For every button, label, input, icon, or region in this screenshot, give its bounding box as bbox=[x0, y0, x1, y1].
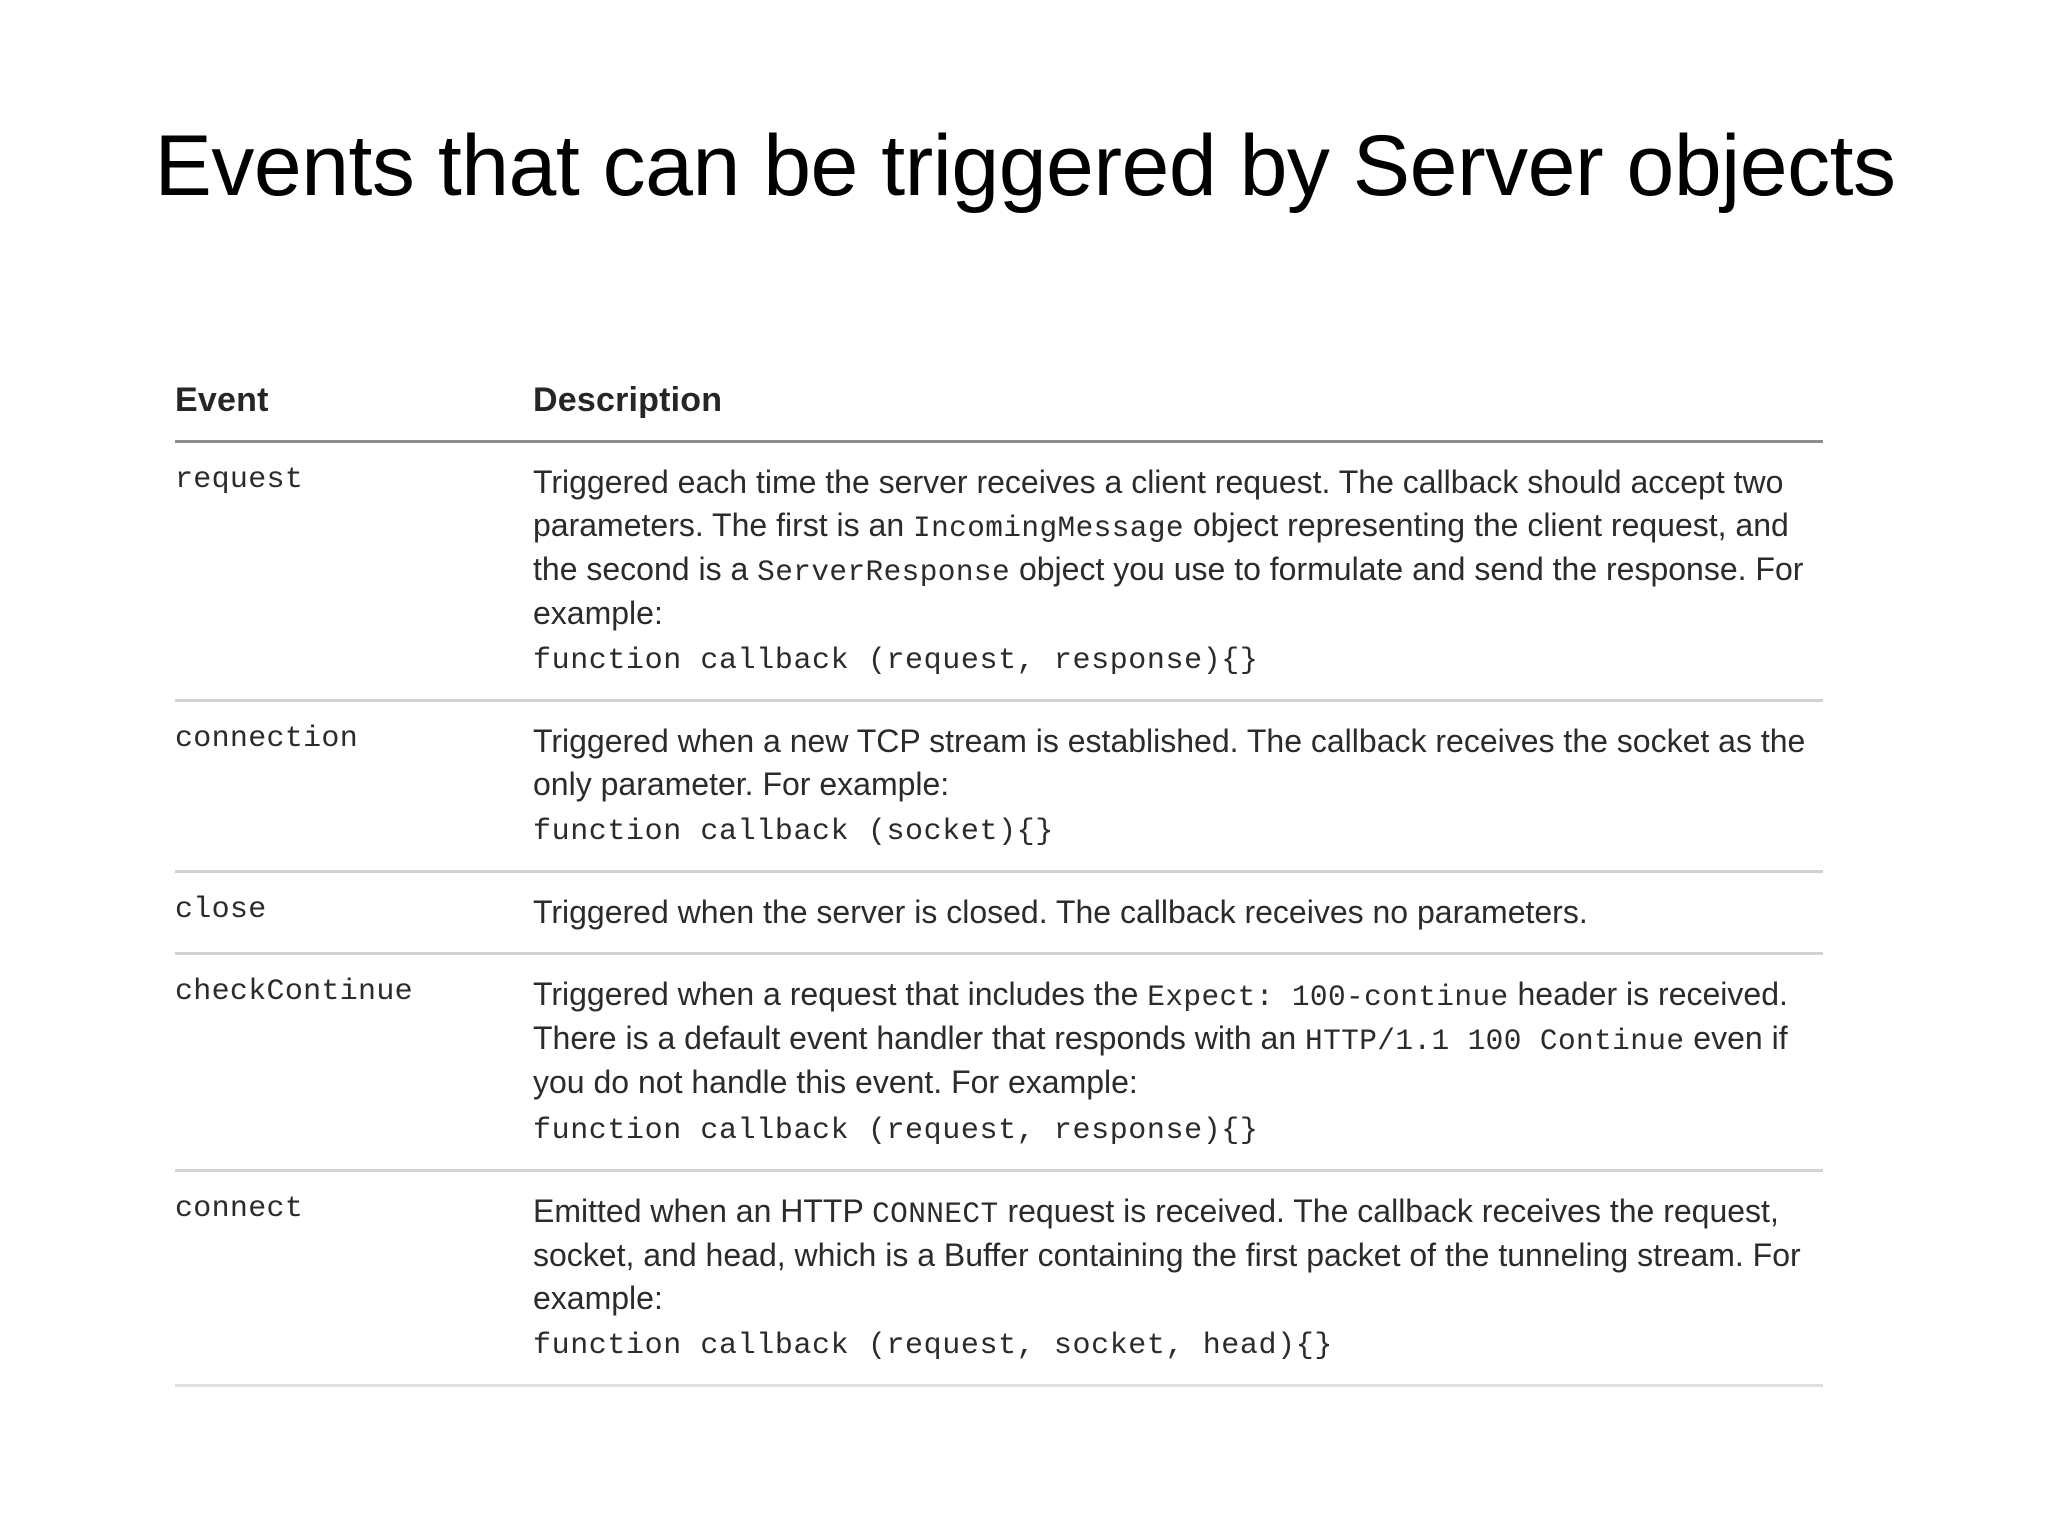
description-text: Triggered each time the server receives … bbox=[533, 464, 1784, 543]
description-paragraph: Emitted when an HTTP CONNECT request is … bbox=[533, 1190, 1817, 1319]
code-example: function callback (socket){} bbox=[533, 815, 1054, 850]
event-name-cell: connection bbox=[175, 700, 533, 874]
description-paragraph: Triggered each time the server receives … bbox=[533, 461, 1817, 634]
description-text: even if you do not handle this event. Fo… bbox=[533, 1020, 1788, 1101]
event-description-cell: Triggered when a new TCP stream is estab… bbox=[533, 700, 1823, 874]
column-header-description: Description bbox=[533, 358, 1823, 443]
event-description-cell: Triggered when a request that includes t… bbox=[533, 953, 1823, 1172]
event-description-cell: Triggered when the server is closed. The… bbox=[533, 871, 1823, 956]
code-example: function callback (request, response){} bbox=[533, 1113, 1259, 1148]
description-text: Triggered when the server is closed. The… bbox=[533, 894, 1588, 931]
code-example: function callback (request, socket, head… bbox=[533, 1329, 1333, 1364]
inline-code: CONNECT bbox=[872, 1196, 999, 1231]
description-paragraph: Triggered when a new TCP stream is estab… bbox=[533, 720, 1817, 805]
event-name-cell: checkContinue bbox=[175, 953, 533, 1172]
description-text: Emitted when an HTTP bbox=[533, 1192, 873, 1229]
description-paragraph: Triggered when the server is closed. The… bbox=[533, 891, 1817, 934]
event-description-cell: Triggered each time the server receives … bbox=[533, 441, 1823, 703]
description-paragraph: Triggered when a request that includes t… bbox=[533, 973, 1817, 1104]
page-title: Events that can be triggered by Server o… bbox=[154, 117, 1896, 214]
inline-code: HTTP/1.1 100 Continue bbox=[1305, 1024, 1685, 1059]
description-text: object you use to formulate and send the… bbox=[533, 550, 1804, 631]
table-header: Event Description bbox=[175, 358, 1823, 443]
column-header-event: Event bbox=[175, 358, 533, 443]
description-text: Triggered when a new TCP stream is estab… bbox=[533, 723, 1806, 802]
description-text: header is received. There is a default e… bbox=[533, 976, 1788, 1057]
event-name-cell: connect bbox=[175, 1170, 533, 1388]
event-name-cell: close bbox=[175, 871, 533, 956]
inline-code: IncomingMessage bbox=[913, 510, 1184, 545]
inline-code: Expect: 100-continue bbox=[1147, 980, 1509, 1015]
description-text: object representing the client request, … bbox=[533, 506, 1789, 587]
table-header-row: Event Description bbox=[175, 358, 1823, 443]
event-name-cell: request bbox=[175, 441, 533, 703]
event-description-cell: Emitted when an HTTP CONNECT request is … bbox=[533, 1170, 1823, 1388]
inline-code: ServerResponse bbox=[757, 554, 1011, 589]
code-example: function callback (request, response){} bbox=[533, 644, 1259, 679]
description-text: request is received. The callback receiv… bbox=[533, 1192, 1801, 1316]
description-text: Triggered when a request that includes t… bbox=[533, 976, 1148, 1013]
